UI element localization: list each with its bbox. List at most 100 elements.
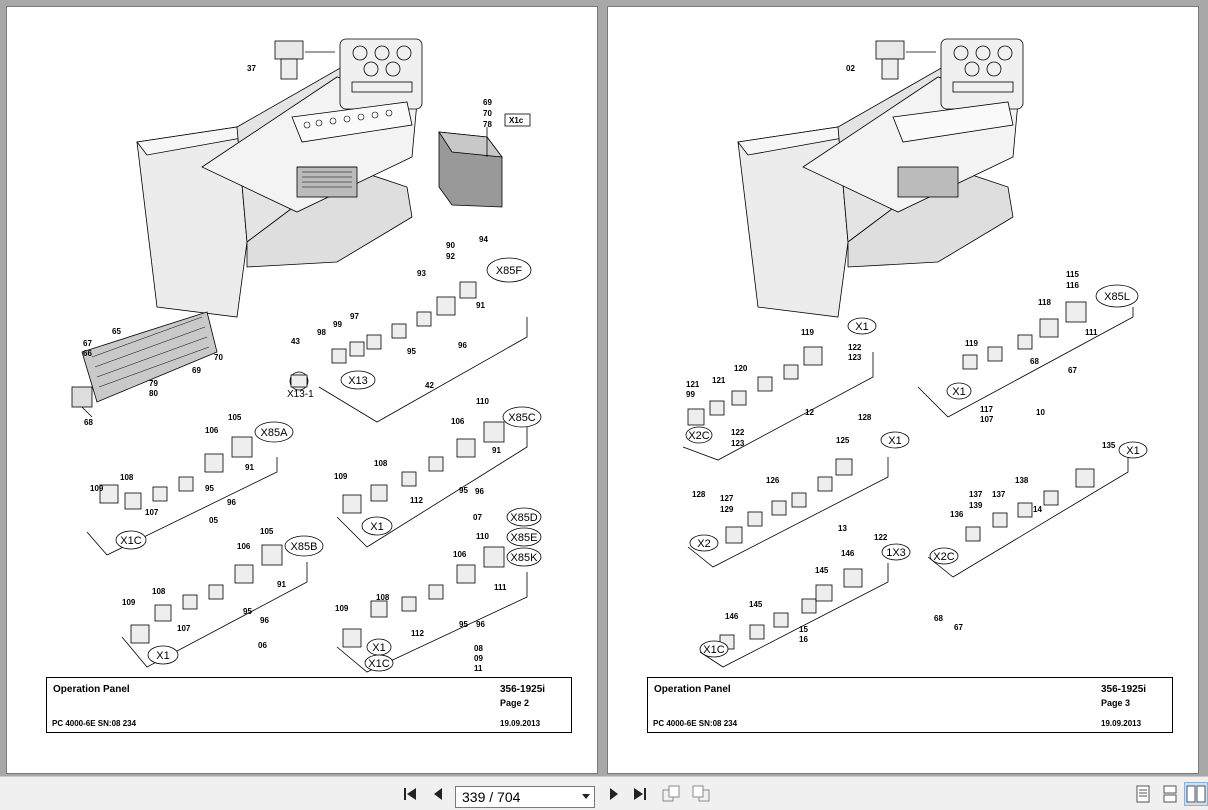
callout-label: 137 bbox=[992, 490, 1006, 499]
callout-label: 129 bbox=[720, 505, 734, 514]
callout-label: 106 bbox=[237, 542, 251, 551]
page-number-select[interactable]: 339 / 704 bbox=[455, 786, 595, 808]
callout-label: 95 bbox=[459, 486, 468, 495]
circle-label: X1 bbox=[855, 321, 868, 333]
callout-label: 146 bbox=[725, 612, 739, 621]
circle-label: X1 bbox=[372, 642, 385, 654]
document-page-left: X85F X13 X85A X1C X85C X1 X85B X1 X85D X… bbox=[6, 6, 598, 774]
callout-label: 12 bbox=[805, 408, 814, 417]
callout-label: 11 bbox=[474, 664, 483, 673]
callout-label: 109 bbox=[122, 598, 136, 607]
callout-label: 108 bbox=[152, 587, 166, 596]
document-title: Operation Panel bbox=[654, 684, 731, 695]
callout-label: 67 bbox=[83, 339, 92, 348]
callout-label: 67 bbox=[954, 623, 963, 632]
callout-label: 112 bbox=[411, 629, 424, 638]
callout-label: 116 bbox=[1066, 281, 1079, 290]
circle-label: X1 bbox=[888, 435, 901, 447]
circle-label: 1X3 bbox=[886, 547, 906, 559]
circle-label: X2 bbox=[697, 538, 710, 550]
callout-label: 112 bbox=[410, 496, 423, 505]
callout-label: 146 bbox=[841, 549, 855, 558]
callout-label: X1c bbox=[509, 116, 524, 125]
callout-label: 02 bbox=[846, 64, 855, 73]
callout-label: 91 bbox=[476, 301, 485, 310]
previous-view-button[interactable] bbox=[660, 784, 682, 804]
callout-label: 99 bbox=[333, 320, 342, 329]
callout-label: 107 bbox=[980, 415, 994, 424]
previous-page-button[interactable] bbox=[428, 784, 448, 804]
callout-label: 110 bbox=[476, 397, 489, 406]
circle-label: X85C bbox=[508, 412, 536, 424]
continuous-view-button[interactable] bbox=[1158, 782, 1182, 806]
parts-drawing-left: X85F X13 X85A X1C X85C X1 X85B X1 X85D X… bbox=[71, 38, 542, 673]
callout-label: 128 bbox=[858, 413, 872, 422]
callout-label: 106 bbox=[451, 417, 465, 426]
callout-label: 16 bbox=[799, 635, 808, 644]
callout-label: 111 bbox=[494, 583, 507, 592]
callout-label: 37 bbox=[247, 64, 256, 73]
callout-label: 138 bbox=[1015, 476, 1029, 485]
single-page-view-button[interactable] bbox=[1131, 782, 1155, 806]
two-page-view-button[interactable] bbox=[1184, 782, 1208, 806]
circle-label: X85B bbox=[291, 541, 318, 553]
callout-label: 120 bbox=[734, 364, 748, 373]
callout-label: 43 bbox=[291, 337, 300, 346]
callout-label: 118 bbox=[1038, 298, 1051, 307]
callout-label: 95 bbox=[243, 607, 252, 616]
two-page-icon bbox=[1186, 785, 1206, 803]
document-number: 356-1925i bbox=[1101, 684, 1147, 695]
callout-label: 70 bbox=[214, 353, 223, 362]
callout-label: 65 bbox=[112, 327, 121, 336]
circle-label: X1C bbox=[368, 658, 389, 670]
document-date: 19.09.2013 bbox=[1101, 719, 1142, 728]
circle-label: X13 bbox=[348, 375, 368, 387]
callout-label: 105 bbox=[260, 527, 274, 536]
circle-label: X85F bbox=[496, 265, 523, 277]
circle-label: X1 bbox=[370, 521, 383, 533]
callout-label: 128 bbox=[692, 490, 706, 499]
callout-label: 115 bbox=[1066, 270, 1079, 279]
callout-label: 126 bbox=[766, 476, 780, 485]
first-page-icon bbox=[404, 788, 416, 800]
last-page-icon bbox=[634, 788, 646, 800]
first-page-button[interactable] bbox=[400, 784, 420, 804]
callout-label: 108 bbox=[374, 459, 388, 468]
callout-label: 136 bbox=[950, 510, 964, 519]
next-view-button[interactable] bbox=[690, 784, 712, 804]
callout-label: 10 bbox=[1036, 408, 1045, 417]
next-page-icon bbox=[610, 788, 618, 800]
callout-label: 123 bbox=[731, 439, 745, 448]
last-page-button[interactable] bbox=[630, 784, 650, 804]
callout-label: 69 bbox=[192, 366, 201, 375]
callout-label: 119 bbox=[801, 328, 814, 337]
circle-label: X85D bbox=[510, 512, 538, 524]
callout-label: 14 bbox=[1033, 505, 1042, 514]
next-page-button[interactable] bbox=[604, 784, 624, 804]
callout-label: 91 bbox=[277, 580, 286, 589]
callout-label: 108 bbox=[376, 593, 390, 602]
callout-label: 91 bbox=[492, 446, 501, 455]
document-title: Operation Panel bbox=[53, 684, 130, 695]
callout-label: 96 bbox=[227, 498, 236, 507]
circle-label: X1C bbox=[703, 644, 724, 656]
callout-label: 42 bbox=[425, 381, 434, 390]
callout-label: 66 bbox=[83, 349, 92, 358]
circle-label: X85E bbox=[511, 532, 538, 544]
callout-label: 122 bbox=[848, 343, 862, 352]
callout-label: 80 bbox=[149, 389, 158, 398]
navigation-toolbar: 339 / 704 bbox=[0, 776, 1208, 810]
title-block: Operation Panel PC 4000-6E SN:08 234 356… bbox=[46, 677, 572, 733]
callout-label: 97 bbox=[350, 312, 359, 321]
callout-label: 122 bbox=[874, 533, 888, 542]
callout-label: 13 bbox=[838, 524, 847, 533]
callout-label: 106 bbox=[205, 426, 219, 435]
document-number: 356-1925i bbox=[500, 684, 546, 695]
previous-page-icon bbox=[434, 788, 442, 800]
callout-label: 145 bbox=[749, 600, 763, 609]
callout-label: 96 bbox=[458, 341, 467, 350]
callout-label: 96 bbox=[475, 487, 484, 496]
callout-label: 109 bbox=[90, 484, 104, 493]
callout-label: 06 bbox=[258, 641, 267, 650]
callout-label: 07 bbox=[473, 513, 482, 522]
